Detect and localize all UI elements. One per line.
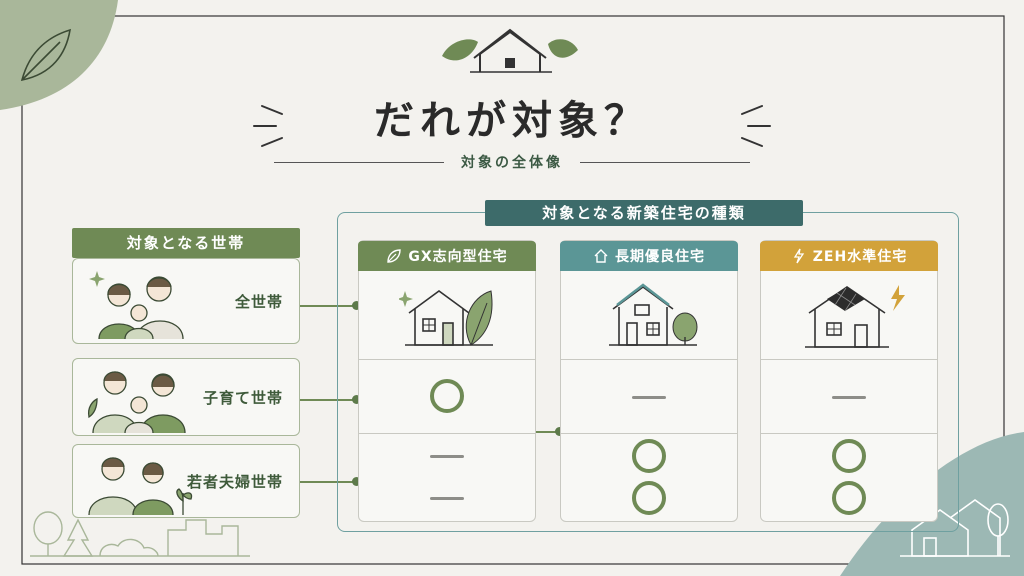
column-label-longterm: 長期優良住宅 [615,249,705,265]
longterm-house-icon [609,283,698,346]
housing-column-gx: GX志向型住宅 [358,240,536,522]
mark-dash [430,497,464,500]
mark-circle [832,439,866,473]
connector-child [300,399,356,401]
connector-dot [352,477,361,486]
corner-leaf-bg [0,0,118,110]
subtitle-block: 対象の全体像 [274,152,750,172]
mark-circle [430,379,464,413]
column-header-longterm: 長期優良住宅 [560,241,738,271]
household-card-young: 若者夫婦世帯 [72,444,300,518]
leaf-icon [20,28,72,82]
row-divider [561,359,737,360]
housing-header: 対象となる新築住宅の種類 [485,200,803,226]
leaf-icon [387,249,402,263]
row-divider [761,433,937,434]
mark-circle [632,439,666,473]
zeh-house-icon [805,285,905,348]
family-icon [89,271,184,340]
emphasis-lines [253,105,771,147]
connector-dot [352,395,361,404]
row-divider [359,433,535,434]
connector-all [300,305,356,307]
connector-dot [352,301,361,310]
household-card-all: 全世帯 [72,258,300,344]
house-logo-icon [442,28,578,73]
connector-dot [555,427,564,436]
mark-circle [632,481,666,515]
column-label-zeh: ZEH水準住宅 [812,249,908,265]
house-icon [594,249,608,263]
mark-circle [832,481,866,515]
mark-dash [632,396,666,399]
housing-column-longterm: 長期優良住宅 [560,240,738,522]
row-divider [359,359,535,360]
connector-young [300,481,356,483]
row-divider [761,359,937,360]
household-label-young: 若者夫婦世帯 [186,472,283,491]
households-header: 対象となる世帯 [72,228,300,258]
lightning-icon [793,248,804,264]
row-divider [561,433,737,434]
column-header-gx: GX志向型住宅 [358,241,536,271]
column-header-zeh: ZEH水準住宅 [760,241,938,271]
housing-column-zeh: ZEH水準住宅 [760,240,938,522]
mark-dash [430,455,464,458]
gx-house-icon [399,290,493,346]
page-subtitle: 対象の全体像 [461,155,563,171]
column-label-gx: GX志向型住宅 [408,249,508,265]
household-label-all: 全世帯 [234,292,283,311]
subtitle-line-right [580,162,750,163]
page-title: だれが対象？ [374,98,650,144]
subtitle-line-left [274,162,444,163]
family-child-icon [87,371,186,434]
household-label-child: 子育て世帯 [202,388,283,407]
young-couple-icon [88,457,193,516]
household-card-child: 子育て世帯 [72,358,300,436]
mark-dash [832,396,866,399]
connector-middle [536,431,558,433]
townscape-icon [30,511,250,557]
